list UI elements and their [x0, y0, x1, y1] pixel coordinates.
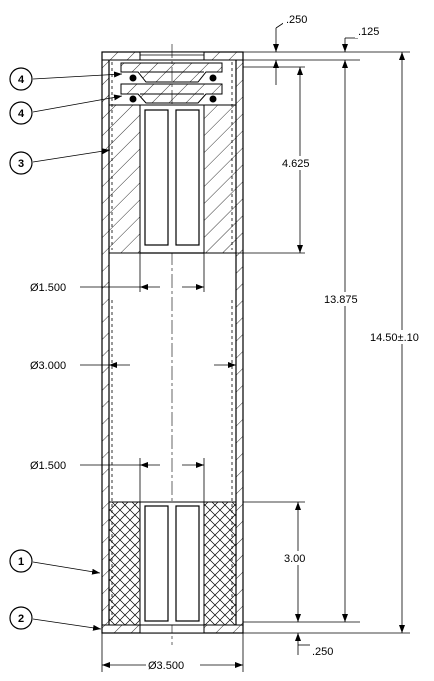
balloon-item-3: 3 — [9, 148, 111, 175]
dim-top-wall: .250 — [286, 14, 307, 26]
dim-top-gap: .125 — [358, 26, 379, 38]
dim-lower-bore-dia: Ø1.500 — [30, 460, 66, 472]
svg-text:1: 1 — [18, 556, 24, 568]
lower-insert — [108, 501, 237, 626]
top-cap — [101, 51, 244, 61]
dim-inner-dia: Ø3.000 — [30, 360, 66, 372]
upper-insert — [108, 104, 237, 254]
dim-lower-insert-length: 3.00 — [284, 553, 305, 565]
dim-outer-dia: Ø3.500 — [148, 660, 184, 672]
balloon-item-2: 2 — [9, 606, 102, 631]
dim-bottom-wall: .250 — [312, 646, 333, 658]
balloons: 4 4 3 1 2 — [9, 67, 123, 631]
dimension-labels: .250 .125 4.625 13.875 14.50±.10 Ø1.500 … — [30, 12, 432, 672]
svg-text:3: 3 — [18, 158, 24, 170]
svg-text:4: 4 — [18, 108, 25, 120]
dim-upper-bore-dia: Ø1.500 — [30, 282, 66, 294]
tube-wall-hatch — [102, 60, 243, 625]
svg-text:2: 2 — [18, 613, 24, 625]
balloon-item-4-upper: 4 — [9, 67, 123, 91]
balloon-item-1: 1 — [9, 549, 101, 575]
svg-text:4: 4 — [18, 74, 25, 86]
upper-seals — [120, 62, 223, 104]
bottom-cap — [101, 624, 244, 634]
dim-overall-inner: 13.875 — [324, 294, 358, 306]
dim-overall-length: 14.50±.10 — [370, 332, 419, 344]
balloon-item-4-lower: 4 — [9, 94, 123, 125]
dim-upper-insert-length: 4.625 — [282, 158, 310, 170]
